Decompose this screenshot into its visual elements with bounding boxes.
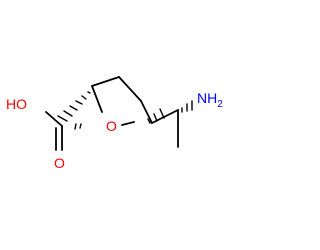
molecule-structure: HO O O NH2 (6, 76, 223, 171)
bonds (45, 76, 179, 151)
ring-oxygen-label: O (106, 118, 117, 134)
stereo-hash-amine (181, 100, 193, 113)
bond-c2-o1 (91, 85, 103, 113)
bond-c5-chain (151, 109, 179, 124)
bond-c3-c4 (118, 76, 142, 102)
stereo-hash-c2 (57, 91, 91, 122)
hydroxyl-label: HO (6, 96, 27, 112)
stereo-hash-c-left (74, 123, 82, 130)
amine-label-main: NH (197, 90, 217, 106)
bond-o1-c5 (121, 121, 135, 126)
stereo-hash-c5 (147, 108, 165, 124)
amine-label-subscript: 2 (217, 99, 223, 110)
bond-c4-c5 (140, 100, 153, 124)
amine-label: NH2 (197, 90, 223, 110)
carbonyl-oxygen-label: O (54, 155, 65, 171)
bond-carboxyl-hydroxyl (45, 111, 63, 127)
bond-c2-c3 (91, 76, 120, 87)
